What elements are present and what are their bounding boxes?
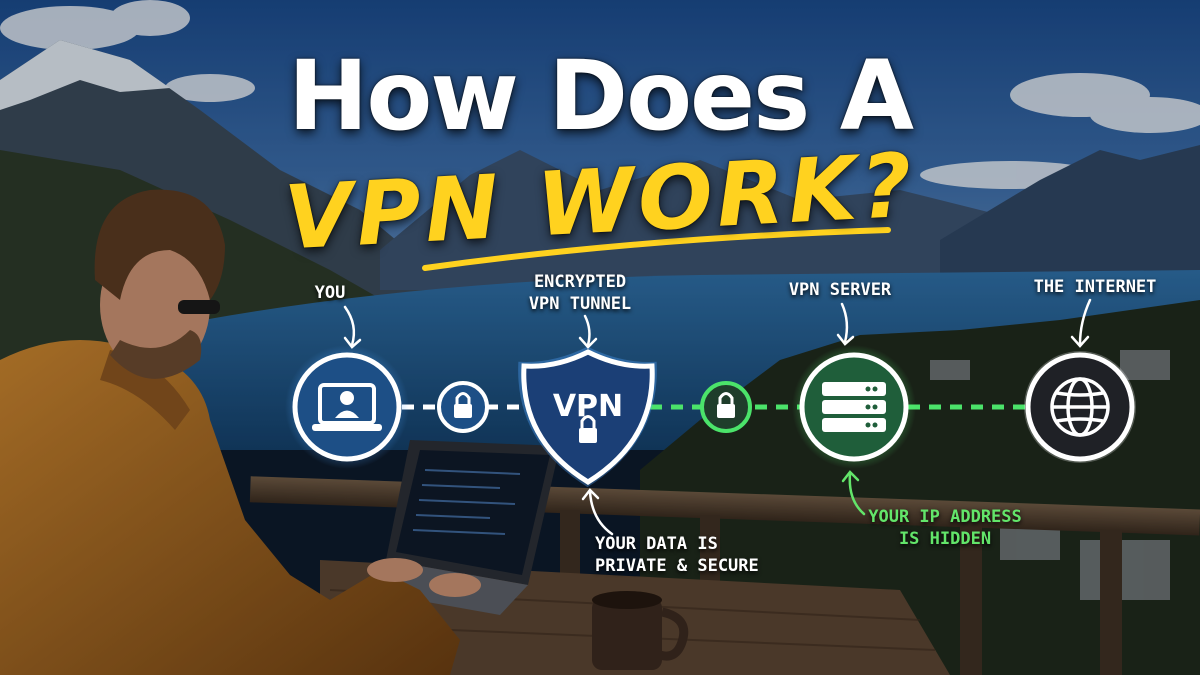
label-encrypted-tunnel: ENCRYPTED VPN TUNNEL: [500, 271, 660, 315]
label-vpn-server: VPN SERVER: [788, 280, 892, 300]
label-ip-line-1: YOUR IP ADDRESS: [868, 507, 1022, 527]
railing-posts: [560, 510, 1122, 675]
internet-node: [1024, 351, 1136, 463]
coffee-mug: [592, 591, 689, 670]
globe-icon: [1050, 377, 1110, 437]
label-internet: THE INTERNET: [1033, 277, 1157, 297]
label-private-line-1: YOUR DATA IS: [595, 534, 718, 554]
vpn-badge-text: VPN: [553, 389, 623, 424]
lock-icon: [437, 381, 489, 433]
arrow-icon: [343, 298, 1092, 536]
label-you: YOU: [314, 283, 346, 303]
houses: [930, 350, 1170, 600]
server-stack-icon: [822, 382, 886, 432]
label-private-secure: YOUR DATA IS PRIVATE & SECURE: [595, 533, 780, 577]
vpn-shield-icon: [518, 346, 657, 488]
arrow-icon-green: [841, 470, 866, 516]
user-laptop-icon: [312, 383, 382, 431]
title-underline: [422, 227, 891, 271]
label-ip-hidden: YOUR IP ADDRESS IS HIDDEN: [850, 506, 1040, 550]
server-node: [792, 345, 916, 469]
lock-icon-secure: [700, 381, 752, 433]
snow-cap: [0, 40, 170, 110]
label-tunnel-line-1: ENCRYPTED: [533, 272, 627, 292]
label-ip-line-2: IS HIDDEN: [898, 529, 992, 549]
label-private-line-2: PRIVATE & SECURE: [595, 556, 759, 576]
title-line-1: How Does A: [287, 40, 914, 152]
label-tunnel-line-2: VPN TUNNEL: [528, 294, 632, 314]
you-node: [285, 345, 409, 469]
mountains-right: [940, 145, 1200, 290]
person: [0, 189, 481, 675]
